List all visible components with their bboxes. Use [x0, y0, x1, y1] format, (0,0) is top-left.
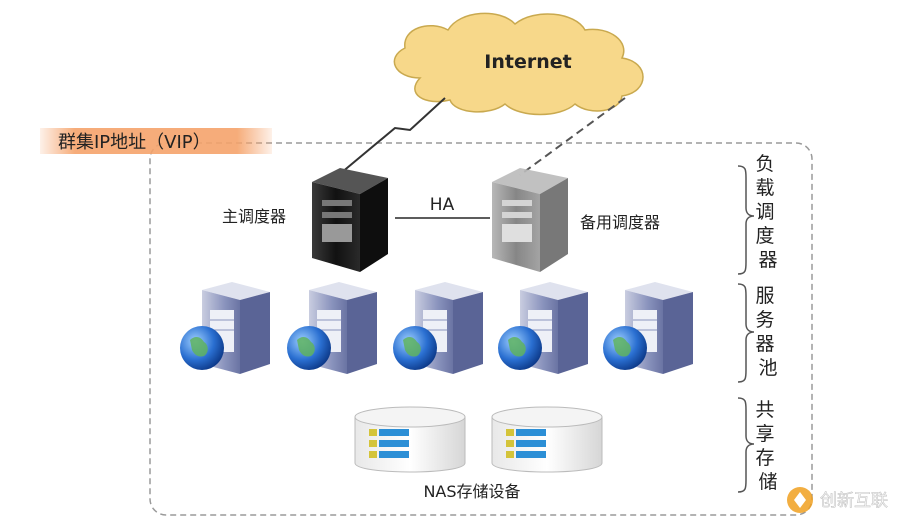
primary-internet-link [334, 97, 446, 179]
nas-label: NAS存储设备 [423, 482, 520, 501]
bracket-server-pool [737, 283, 755, 383]
bracket-shared-storage [737, 397, 755, 493]
backup-server-icon [492, 168, 568, 272]
nas-storage-device-icon [491, 406, 603, 473]
server-pool [180, 282, 693, 374]
pool-server-icon [498, 282, 588, 374]
backup-scheduler-label: 备用调度器 [580, 213, 660, 232]
primary-server-icon [312, 168, 388, 272]
bracket-scheduler [737, 165, 755, 275]
primary-scheduler-label: 主调度器 [222, 207, 286, 226]
vip-band [40, 128, 272, 154]
ha-label: HA [430, 195, 455, 215]
group-label-load-scheduler: 负 载 调 度 器 [755, 153, 780, 271]
cluster-boundary [149, 142, 813, 516]
watermark: 创新互联 [787, 487, 888, 513]
pool-server-icon [603, 282, 693, 374]
group-label-server-pool: 服 务 器 池 [755, 285, 780, 379]
vip-label: 群集IP地址（VIP） [58, 132, 211, 153]
internet-cloud-icon [393, 12, 644, 116]
watermark-text: 创新互联 [820, 491, 888, 511]
backup-internet-link [519, 97, 626, 176]
pool-server-icon [393, 282, 483, 374]
internet-label: Internet [484, 51, 571, 73]
pool-server-icon [287, 282, 377, 374]
group-label-shared-storage: 共 享 存 储 [755, 399, 780, 493]
pool-server-icon [180, 282, 270, 374]
nas-storage-device-icon [354, 406, 466, 473]
